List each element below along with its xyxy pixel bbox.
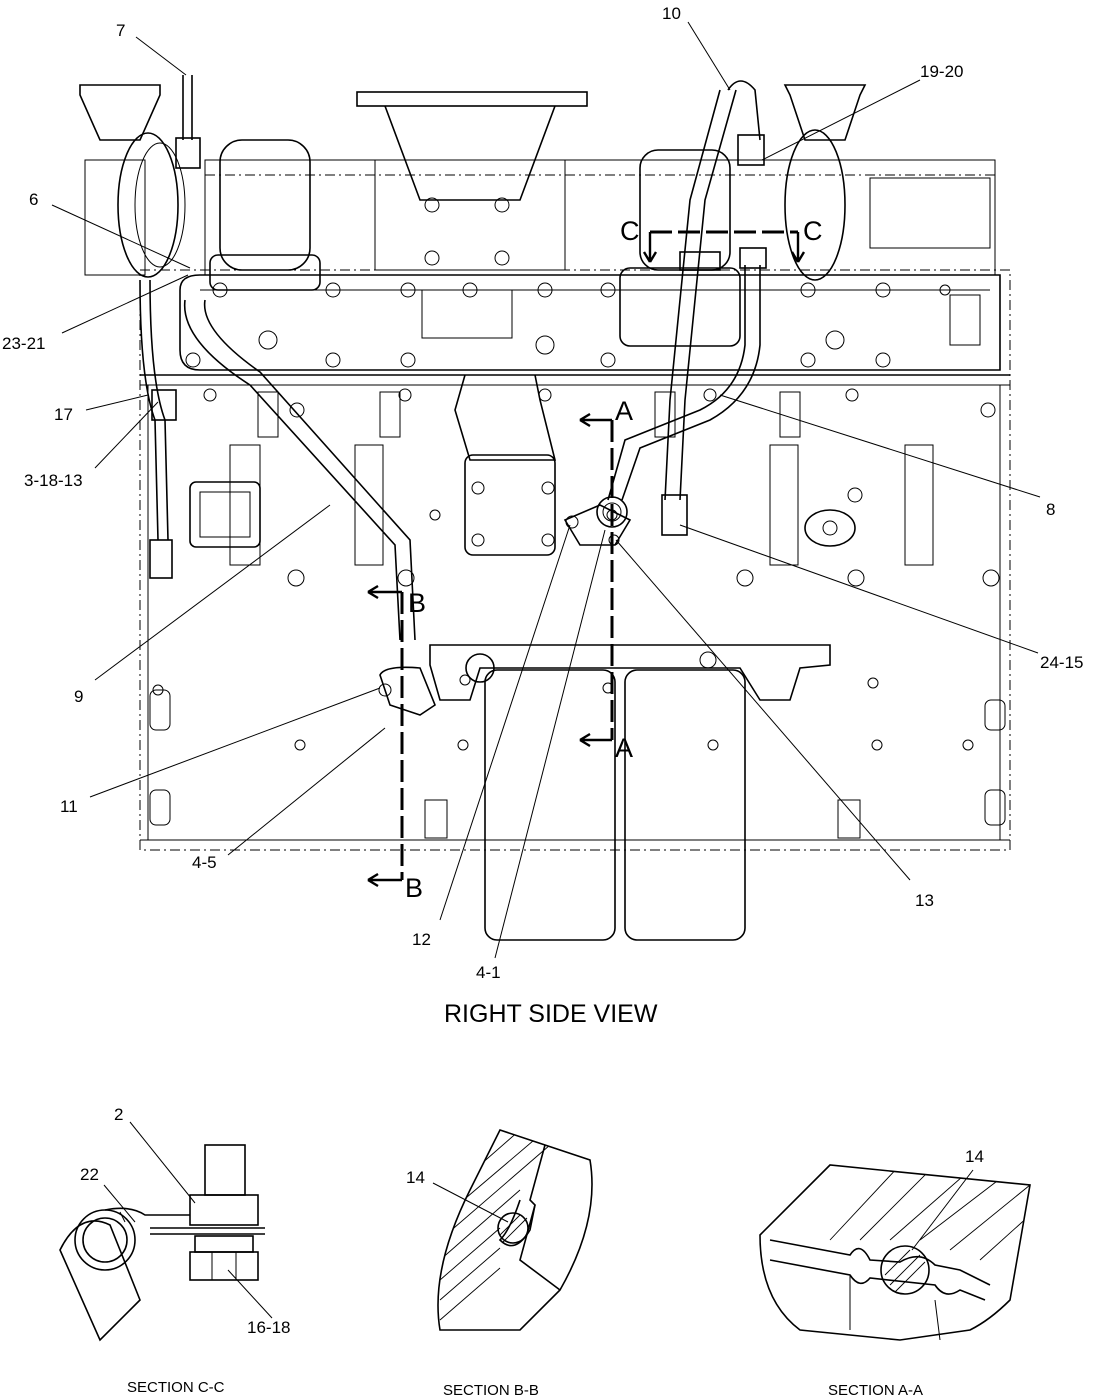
section-a-a-leader [911, 1169, 974, 1251]
callout-6: 6 [29, 190, 38, 209]
callout-24-15: 24-15 [1040, 653, 1083, 672]
callout-12: 12 [412, 930, 431, 949]
callout-8: 8 [1046, 500, 1055, 519]
section-a-a-label: SECTION A-A [828, 1382, 923, 1399]
callout-13: 13 [915, 891, 934, 910]
callout-22: 22 [80, 1165, 99, 1184]
callout-14-section-a: 14 [965, 1147, 984, 1166]
section-c-c-leaders [103, 1121, 273, 1319]
section-b-b-label: SECTION B-B [443, 1382, 539, 1399]
view-title: RIGHT SIDE VIEW [444, 1000, 658, 1028]
section-b-b-detail [437, 1129, 593, 1331]
engine-block [139, 159, 1011, 941]
callout-9: 9 [74, 687, 83, 706]
left-turbocharger [79, 84, 321, 291]
callout-17: 17 [54, 405, 73, 424]
callout-19-20: 19-20 [920, 62, 963, 81]
section-mark-b-bottom: B [405, 873, 423, 903]
callout-3-18-13: 3-18-13 [24, 471, 83, 490]
oil-tubes [139, 75, 767, 716]
section-c-c-detail [59, 1144, 265, 1342]
callout-2: 2 [114, 1105, 123, 1124]
section-mark-b-top: B [408, 588, 426, 618]
callout-4-5: 4-5 [192, 853, 217, 872]
callout-4-1: 4-1 [476, 963, 501, 982]
exhaust-manifold [179, 91, 1001, 556]
section-a-a-detail [759, 1164, 1031, 1341]
callout-7: 7 [116, 21, 125, 40]
section-mark-c-right: C [803, 216, 823, 246]
section-mark-a-bottom: A [615, 733, 633, 763]
callout-23-21: 23-21 [2, 334, 45, 353]
section-cut-markers [367, 230, 806, 888]
callout-10: 10 [662, 4, 681, 23]
callout-11: 11 [60, 797, 78, 816]
leader-lines [51, 21, 1041, 959]
section-c-c-label: SECTION C-C [127, 1379, 225, 1396]
section-b-b-leader [432, 1182, 509, 1223]
section-mark-c-left: C [620, 216, 640, 246]
section-mark-a-top: A [615, 396, 633, 426]
callout-14-section-b: 14 [406, 1168, 425, 1187]
callout-16-18: 16-18 [247, 1318, 290, 1337]
